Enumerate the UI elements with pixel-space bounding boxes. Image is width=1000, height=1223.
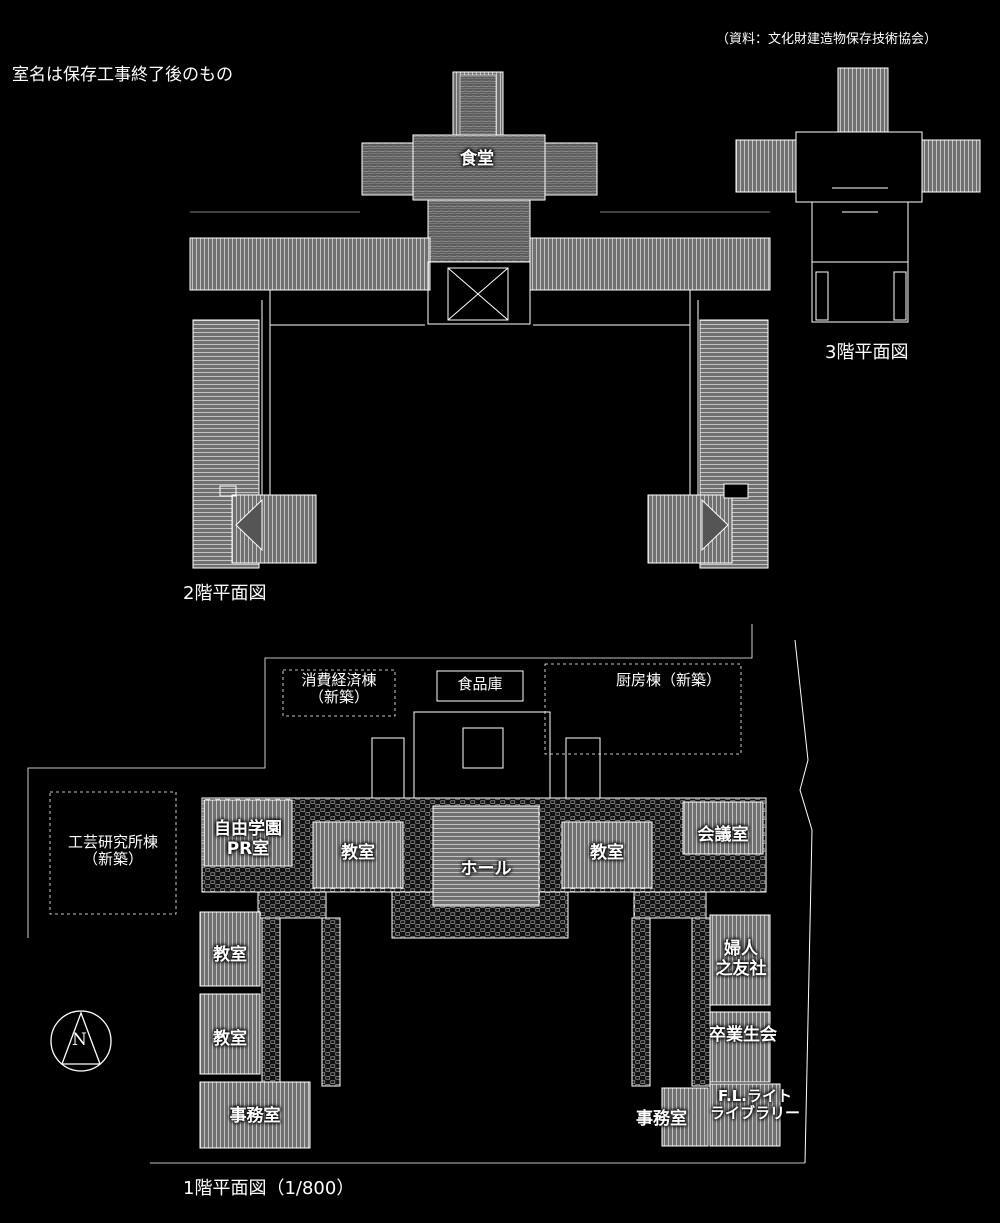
- room-classroom-east: 教室: [590, 843, 624, 863]
- building-consumer-economics-name: 消費経済棟: [301, 671, 377, 689]
- building-craft-institute-new: （新築）: [82, 850, 143, 869]
- room-hall: ホール: [460, 859, 512, 879]
- source-credit: （資料：文化財建造物保存技術協会）: [716, 32, 938, 47]
- room-name-note: 室名は保存工事終了後のもの: [12, 65, 233, 85]
- floor2-plan: [189, 71, 771, 569]
- floor1-title: 1階平面図（1/800）: [183, 1178, 355, 1199]
- room-office-east: 事務室: [636, 1109, 687, 1129]
- floor3-title: 3階平面図: [825, 342, 909, 363]
- floor2-title: 2階平面図: [183, 583, 267, 604]
- room-fujin-line2: 之友社: [715, 958, 767, 979]
- floor1-plan: [27, 624, 813, 1164]
- room-pr: 自由学園 PR室: [204, 819, 292, 859]
- compass-north-label: N: [72, 1030, 87, 1050]
- building-craft-institute-name: 工芸研究所棟: [67, 833, 158, 851]
- room-dining-hall: 食堂: [460, 149, 494, 169]
- room-fujin-line1: 婦人: [724, 939, 758, 959]
- floor3-plan: [735, 67, 981, 323]
- building-consumer-economics: 消費経済棟 （新築）: [283, 671, 395, 707]
- room-conference: 会議室: [697, 825, 749, 845]
- room-flw-library: F.L.ライト ライブラリー: [700, 1087, 810, 1123]
- room-pr-line1: 自由学園: [214, 819, 282, 839]
- north-compass: [50, 1010, 112, 1072]
- room-alumni: 卒業生会: [709, 1025, 777, 1045]
- building-kitchen: 厨房棟（新築）: [616, 671, 722, 689]
- room-classroom-west: 教室: [341, 843, 375, 863]
- building-craft-institute: 工芸研究所棟 （新築）: [50, 833, 176, 869]
- room-library-line2: ライブラリー: [709, 1104, 800, 1123]
- room-classroom-left-1: 教室: [213, 945, 247, 965]
- room-office-west: 事務室: [229, 1106, 281, 1126]
- room-library-line1: F.L.ライト: [718, 1087, 792, 1105]
- room-classroom-left-2: 教室: [213, 1029, 247, 1049]
- room-fujin-no-tomo: 婦人 之友社: [706, 939, 776, 979]
- room-pr-line2: PR室: [226, 838, 270, 859]
- building-food-storage: 食品庫: [457, 675, 503, 693]
- building-consumer-economics-new: （新築）: [308, 688, 369, 707]
